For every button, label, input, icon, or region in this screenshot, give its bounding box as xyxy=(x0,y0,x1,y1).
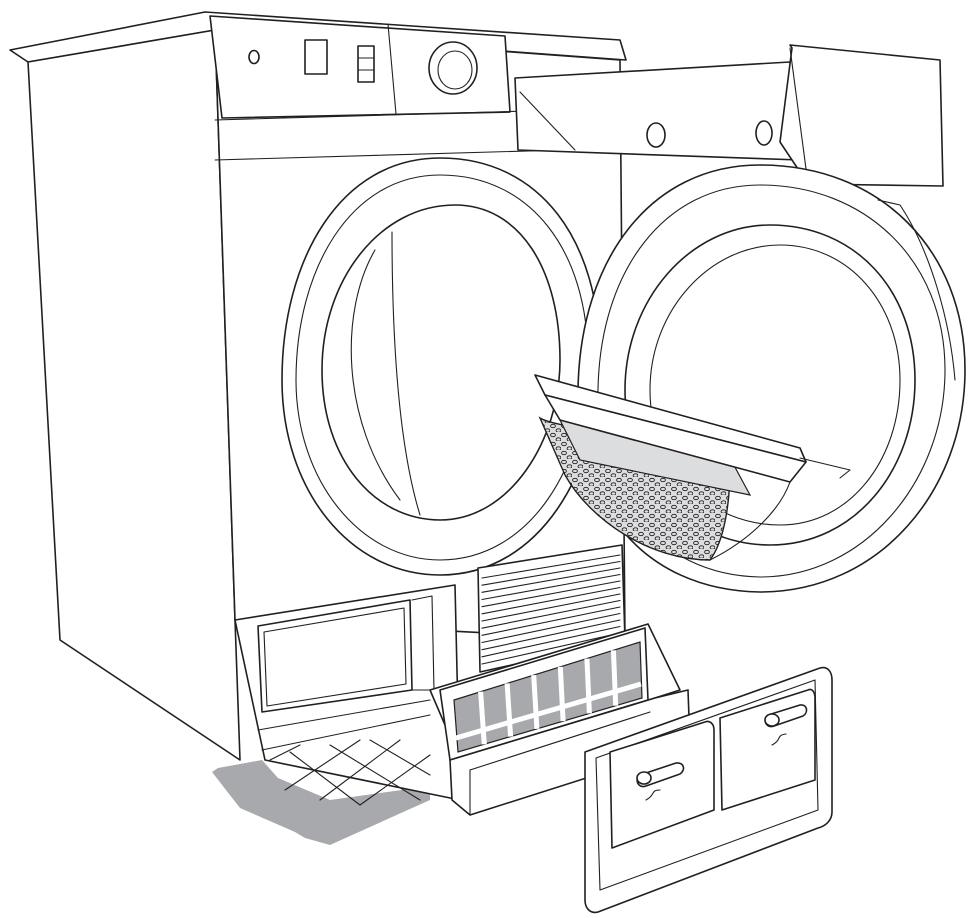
power-button-icon xyxy=(248,49,260,65)
water-container xyxy=(514,44,944,187)
cavity-floor-line xyxy=(257,699,431,731)
control-panel-section-line xyxy=(387,23,397,115)
filter-grid-bar xyxy=(557,666,566,722)
filter-grid-bar xyxy=(610,650,619,706)
water-container-handle-face xyxy=(789,47,809,185)
container-hole-2 xyxy=(755,120,773,146)
filter-grid-bar xyxy=(455,681,642,741)
door-ring xyxy=(597,184,946,578)
lever-left-arrow xyxy=(645,789,661,801)
vent-slat xyxy=(481,632,621,665)
vent-slat xyxy=(481,606,621,636)
lower-filter-box-inner xyxy=(469,711,651,771)
water-container-handle xyxy=(779,44,944,187)
program-dial-inner xyxy=(437,50,473,90)
drum-inner xyxy=(321,204,561,521)
vent-slat xyxy=(481,612,621,644)
floor-shadow xyxy=(212,760,430,845)
cavity-floor-line-2 xyxy=(261,714,431,751)
drum-ring xyxy=(295,174,589,561)
vent-slat xyxy=(481,625,621,658)
heat-exchanger-cavity xyxy=(234,584,461,806)
filter-grid-bar xyxy=(584,658,592,714)
drum-depth-line-2 xyxy=(391,231,421,516)
vent-slat xyxy=(481,619,621,651)
vent-slat xyxy=(481,593,621,622)
vent-grille xyxy=(477,544,626,673)
lower-filter-grid xyxy=(455,650,642,745)
container-hole-1 xyxy=(646,122,666,148)
lever-right-arrow xyxy=(771,733,787,746)
lower-filter xyxy=(429,623,691,816)
cavity-frame-right xyxy=(411,595,435,691)
display-icon xyxy=(304,39,328,75)
vent-slat xyxy=(481,560,621,586)
cover-panel-inner xyxy=(595,679,819,891)
vent-slat xyxy=(481,586,621,615)
vent-slat xyxy=(481,567,621,593)
drum-opening xyxy=(281,157,601,576)
vent-slat xyxy=(481,554,621,579)
filter-grid-bar xyxy=(478,691,487,745)
door-handle-ridge xyxy=(877,199,956,381)
vent-slat xyxy=(481,599,621,629)
door-filter-lip xyxy=(799,457,851,479)
cavity-window-inner xyxy=(263,607,407,707)
filter-grid-bar xyxy=(504,683,514,737)
dryer-side-panel xyxy=(27,29,241,761)
vent-slat xyxy=(481,580,621,608)
filter-grid-bar xyxy=(531,674,540,730)
lever-left-pivot xyxy=(636,771,652,785)
option-buttons-icon xyxy=(357,45,375,83)
program-dial-icon xyxy=(428,41,478,95)
heat-exchanger-grid xyxy=(269,739,431,806)
door-filter xyxy=(534,374,851,561)
cover-compartment-left xyxy=(609,720,715,849)
lever-right-pivot xyxy=(764,713,780,727)
water-container-inner xyxy=(519,91,576,151)
vent-slat xyxy=(481,573,621,601)
door-filter-bottom-edge xyxy=(709,481,791,561)
lever-left xyxy=(636,762,685,801)
vent-slats xyxy=(481,554,621,665)
floor-shadow-shape xyxy=(212,760,430,845)
door-glass-inner xyxy=(649,244,901,526)
lever-right xyxy=(764,704,808,746)
drum-depth-line xyxy=(350,249,401,501)
heat-exchanger-cover xyxy=(584,666,833,914)
